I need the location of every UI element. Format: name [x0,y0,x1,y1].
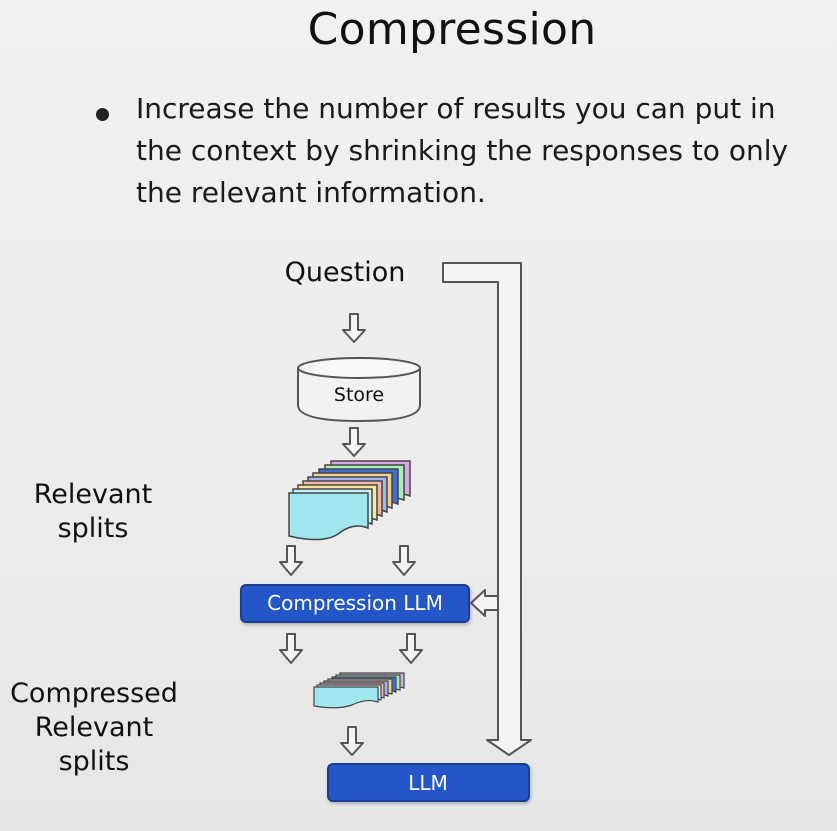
compressed-to-llm-arrow [340,726,364,756]
slide-title: Compression [307,4,597,55]
splits-left-arrow [279,545,303,576]
bullet-text: Increase the number of results you can p… [136,92,789,209]
relevant-splits-label: Relevant splits [33,479,153,544]
store-label: Store [334,384,384,406]
splits-right-arrow [392,545,416,576]
compressed-splits-label: Compressed Relevant splits [10,678,178,777]
compression-llm-box [240,584,470,623]
question-to-store-arrow [342,313,366,343]
question-bypass-arrow [442,262,532,756]
compressed-splits-stack-icon [313,672,405,709]
store-to-splits-arrow [342,427,366,457]
compression-right-arrow [399,633,423,664]
relevant-splits-stack-icon [288,460,411,541]
question-label: Question [285,257,406,288]
bullet-list: Increase the number of results you can p… [92,88,822,214]
bullet-point [96,108,109,121]
compression-input-arrow [470,589,499,617]
store-database-icon [297,357,421,423]
llm-box [327,763,530,802]
compression-llm-label: Compression LLM [267,591,443,615]
compression-left-arrow [279,633,303,664]
llm-label: LLM [408,771,448,795]
